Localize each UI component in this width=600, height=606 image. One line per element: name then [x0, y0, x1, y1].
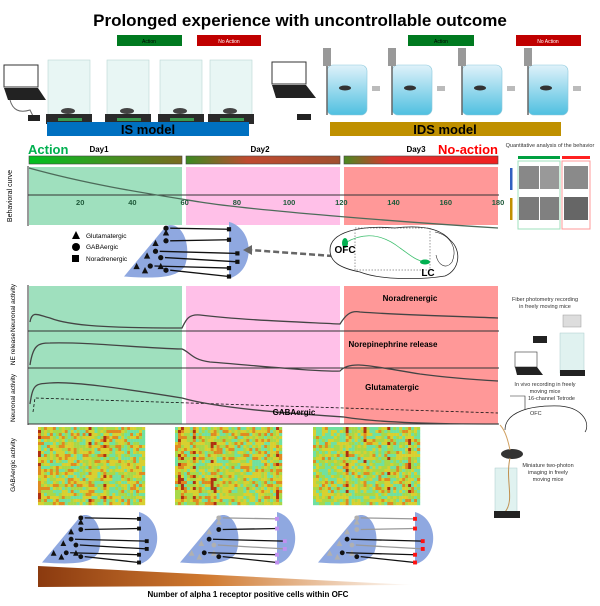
- x-tick-label: 180: [492, 198, 505, 207]
- glutamatergic-label: Glutamatergic: [365, 383, 419, 392]
- day1-label: Day1: [89, 145, 109, 154]
- circuit-day2: [180, 512, 296, 565]
- x-tick-label: 80: [233, 198, 241, 207]
- circuit-day1: [42, 512, 158, 565]
- activity-panels: Noradrenergic Norepinephrine release Glu…: [10, 283, 499, 425]
- is-no-action-label: No Action: [218, 39, 240, 45]
- behavioral-curve-ylabel: Behavioral curve: [7, 170, 14, 222]
- laptop-icon: [271, 61, 316, 98]
- behavior-quant-inset: Quantitative analysis of the behavior: [506, 143, 595, 230]
- invivo-text-1: In vivo recording in freely: [514, 382, 575, 388]
- neuronal-activity-ylabel-2: Neuronal activity: [10, 373, 17, 422]
- legend-gabaergic: GABAergic: [86, 244, 119, 251]
- day1-behavior-bar: [28, 155, 183, 165]
- is-model-apparatus: Action No Action IS model: [3, 35, 261, 137]
- gabaergic-activity-ylabel: GABAergic activity: [10, 437, 17, 492]
- water-cylinder: [323, 48, 380, 116]
- neuronal-activity-ylabel-1: Neuronal activity: [10, 283, 17, 332]
- legend-glutamatergic: Glutamatergic: [86, 233, 127, 240]
- water-cylinder: [458, 48, 515, 116]
- ne-release-ylabel: NE release: [10, 333, 17, 366]
- day3-label: Day3: [406, 145, 426, 154]
- no-action-label: No-action: [438, 142, 498, 157]
- water-cylinder: [524, 48, 581, 116]
- noradrenergic-label: Noradrenergic: [383, 294, 438, 303]
- alpha1-gradient-wedge: [38, 566, 415, 587]
- gabaergic-heatmap-day1: [38, 427, 146, 506]
- ids-action-label-bg: [408, 35, 474, 46]
- ids-model-bar: [330, 122, 561, 136]
- x-tick-label: 160: [440, 198, 453, 207]
- ne-release-label: Norepinephrine release: [349, 340, 438, 349]
- gabaergic-curve: [29, 382, 499, 425]
- noradrenergic-curve: [29, 310, 499, 329]
- square-icon: [72, 255, 79, 262]
- is-no-action-label-bg: [197, 35, 261, 46]
- fiber-text-2: in freely moving mice: [519, 304, 571, 310]
- fiber-photometry-inset: Fiber photometry recording in freely mov…: [512, 297, 585, 376]
- mouse-brain-sagittal: OFC LC: [329, 226, 459, 280]
- ofc-lc-circuit-diagram: [124, 221, 249, 279]
- twophoton-text-3: moving mice: [533, 477, 564, 483]
- behavioral-curve-panel: 20 40 60 80 100 120 140 160 180 Behavioral curve: [7, 166, 505, 229]
- shock-chamber: [46, 59, 92, 124]
- is-action-label: Action: [142, 39, 156, 45]
- shock-chamber: [158, 59, 204, 124]
- x-tick-label: 120: [335, 198, 348, 207]
- ids-model-apparatus: Action No Action IDS model: [271, 35, 581, 137]
- day2-label: Day2: [250, 145, 270, 154]
- quant-text: Quantitative analysis of the behavior: [506, 143, 595, 149]
- small-ofc-label: OFC: [530, 411, 542, 417]
- twophoton-text-1: Miniature two-photon: [522, 463, 573, 469]
- alpha1-gradient-label: Number of alpha 1 receptor positive cell…: [148, 590, 349, 599]
- is-model-label: IS model: [121, 122, 175, 137]
- figure-title: Prolonged experience with uncontrollable…: [93, 11, 507, 30]
- tetrode-text: 16-channel Tetrode: [528, 396, 575, 402]
- ids-model-label: IDS model: [413, 122, 477, 137]
- ids-no-action-label-bg: [516, 35, 581, 46]
- shock-chamber: [105, 59, 151, 124]
- triangle-icon: [72, 231, 80, 239]
- ofc-lc-neuron-diagram: [124, 221, 249, 279]
- legend-noradrenergic: Noradrenergic: [86, 256, 128, 263]
- fiber-text-1: Fiber photometry recording: [512, 297, 578, 303]
- gabaergic-heatmap-day3: [313, 427, 421, 506]
- lc-label: LC: [421, 268, 434, 279]
- x-tick-label: 100: [283, 198, 296, 207]
- day3-behavior-bar: [343, 155, 499, 165]
- is-action-label-bg: [117, 35, 182, 46]
- x-tick-label: 40: [128, 198, 136, 207]
- is-model-bar: [47, 122, 249, 136]
- laptop-icon: [3, 64, 46, 100]
- two-photon-inset: Miniature two-photon imaging in freely m…: [494, 424, 574, 518]
- ids-action-label: Action: [434, 39, 448, 45]
- shock-chamber: [208, 59, 254, 124]
- action-label: Action: [28, 142, 69, 157]
- ofc-label: OFC: [334, 245, 355, 256]
- twophoton-text-2: imaging in freely: [528, 470, 568, 476]
- glutamatergic-curve: [32, 397, 499, 414]
- gabaergic-heatmap-day2: [175, 427, 283, 506]
- x-tick-label: 60: [180, 198, 188, 207]
- in-vivo-recording-inset: In vivo recording in freely moving mice …: [504, 382, 588, 433]
- arrow-head-icon: [243, 245, 252, 255]
- water-cylinder: [388, 48, 445, 116]
- x-tick-label: 140: [387, 198, 400, 207]
- dashed-arrow: [249, 248, 334, 258]
- circuit-day3: [318, 512, 434, 565]
- invivo-text-2: moving mice: [530, 389, 561, 395]
- gabaergic-label: GABAergic: [273, 408, 316, 417]
- day2-behavior-bar: [185, 155, 341, 165]
- ne-release-curve: [29, 342, 499, 382]
- x-tick-label: 20: [76, 198, 84, 207]
- circle-icon: [72, 243, 80, 251]
- behavioral-curve: [28, 167, 499, 229]
- cell-type-legend: Glutamatergic GABAergic Noradrenergic: [72, 231, 128, 263]
- ids-no-action-label: No Action: [537, 39, 559, 45]
